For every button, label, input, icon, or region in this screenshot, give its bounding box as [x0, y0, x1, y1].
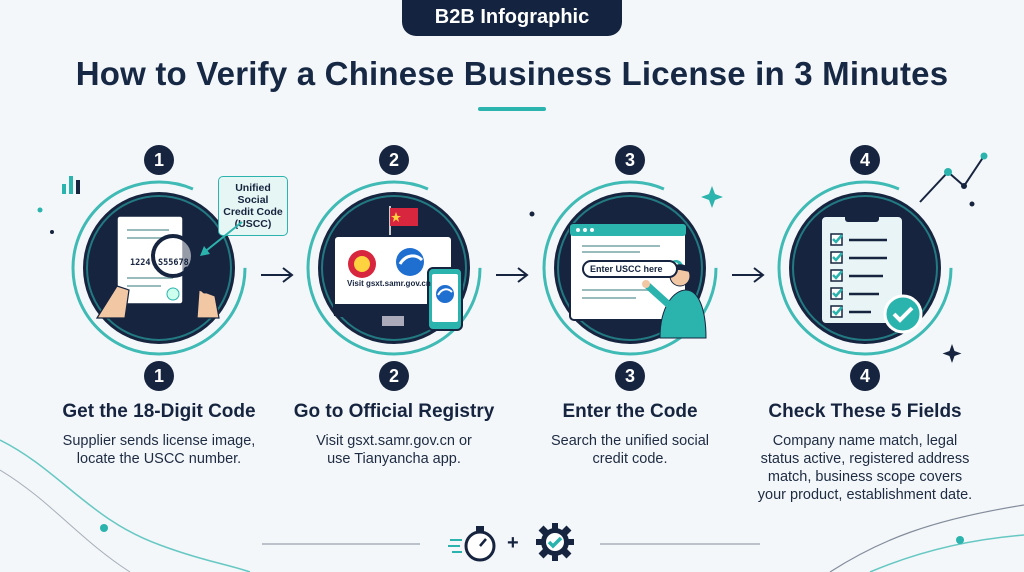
- step-1-code-highlight: S55678: [158, 258, 189, 268]
- arrow-right-icon: [261, 267, 294, 283]
- step-4-circle: [777, 180, 953, 356]
- step-4-desc-line: status active, registered address: [760, 451, 970, 467]
- step-1-circle: [71, 180, 247, 356]
- step-1-description: Supplier sends license image, locate the…: [39, 432, 279, 468]
- step-1-number-top: 1: [144, 145, 174, 175]
- step-2-desc-line: Visit gsxt.samr.gov.cn or: [316, 433, 472, 449]
- uscc-callout: Unified Social Credit Code (USCC): [218, 176, 288, 236]
- step-2-title: Go to Official Registry: [293, 401, 495, 422]
- step-2-circle: [306, 180, 482, 356]
- step-3-desc-line: credit code.: [592, 451, 668, 467]
- step-4-number-top: 4: [850, 145, 880, 175]
- step-4-desc-line: Company name match, legal: [772, 433, 958, 449]
- step-4-desc-line: your product, establishment date.: [757, 487, 973, 503]
- step-4-number-bottom: 4: [850, 361, 880, 391]
- step-3-description: Search the unified social credit code.: [510, 432, 750, 468]
- step-1-code-fragment: 1224: [130, 258, 151, 268]
- uscc-search-field: Enter USCC here: [582, 260, 678, 278]
- step-1-desc-line: Supplier sends license image,: [62, 433, 256, 449]
- step-2-description: Visit gsxt.samr.gov.cn or use Tianyancha…: [274, 432, 514, 468]
- title-underline: [478, 107, 546, 111]
- arrow-right-icon: [732, 267, 765, 283]
- step-3-desc-line: Search the unified social: [551, 433, 709, 449]
- step-2-number-bottom: 2: [379, 361, 409, 391]
- step-3-number-top: 3: [615, 145, 645, 175]
- step-1-title: Get the 18-Digit Code: [62, 401, 256, 422]
- callout-line-2: Credit Code: [223, 206, 283, 218]
- step-3-number-bottom: 3: [615, 361, 645, 391]
- step-2-number-top: 2: [379, 145, 409, 175]
- step-2-screen-text: Visit gsxt.samr.gov.cn: [347, 279, 431, 288]
- callout-line-3: (USCC): [234, 218, 272, 230]
- step-3-title: Enter the Code: [562, 401, 698, 422]
- step-4-desc-line: match, business scope covers: [767, 469, 963, 485]
- callout-pointer-icon: [200, 221, 243, 256]
- step-2-desc-line: use Tianyancha app.: [327, 451, 461, 467]
- stopwatch-icon: [448, 526, 496, 562]
- step-4-title: Check These 5 Fields: [768, 401, 962, 422]
- page-title: How to Verify a Chinese Business License…: [75, 55, 949, 92]
- step-4-description: Company name match, legal status active,…: [735, 432, 995, 504]
- footer-plus: +: [507, 532, 519, 554]
- infographic-tag: B2B Infographic: [402, 0, 622, 36]
- step-1-desc-line: locate the USCC number.: [76, 451, 242, 467]
- arrow-right-icon: [496, 267, 529, 283]
- gear-check-icon: [536, 523, 574, 561]
- step-1-number-bottom: 1: [144, 361, 174, 391]
- callout-line-1: Unified Social: [235, 182, 271, 206]
